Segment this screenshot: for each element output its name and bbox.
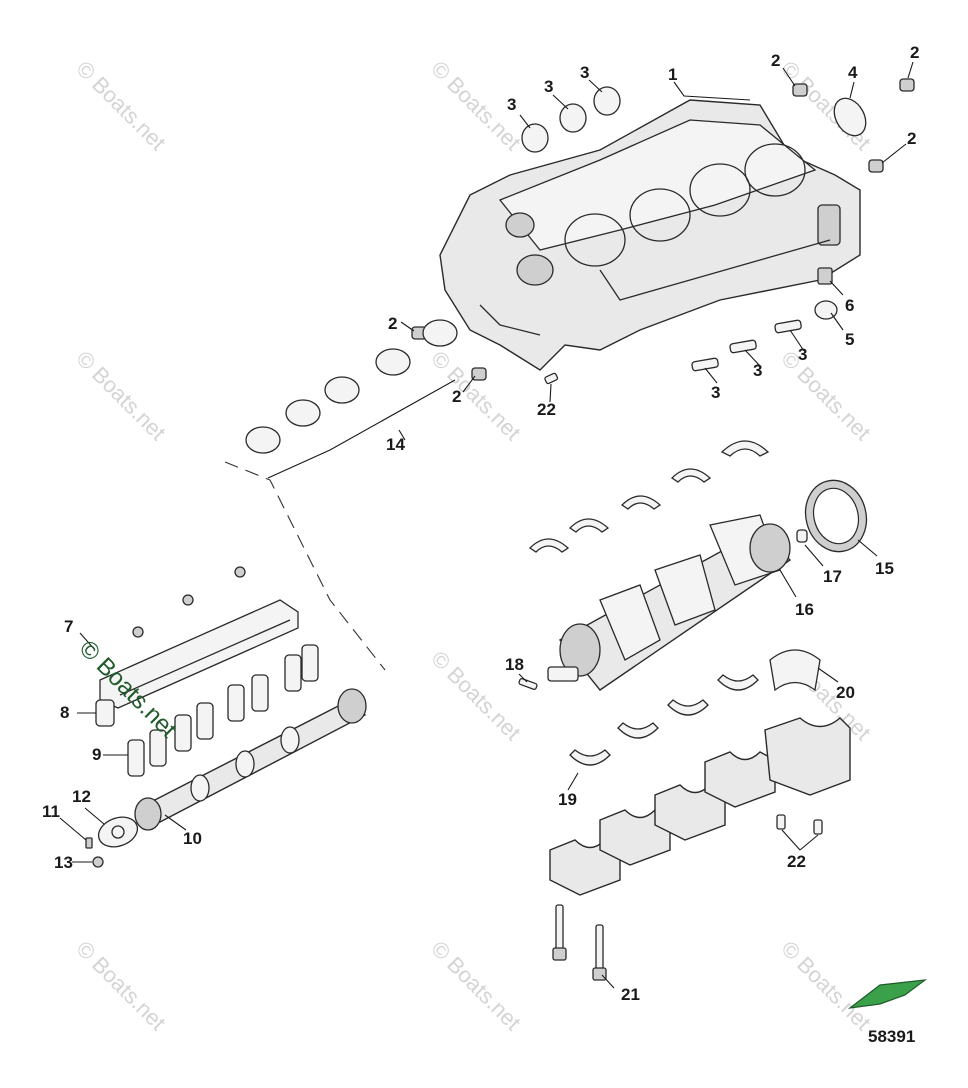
crank-dowel-pin [796, 529, 808, 543]
camshaft [134, 688, 367, 831]
valve-lifters [95, 644, 319, 777]
callout-13: 13 [54, 853, 73, 872]
cap-dowels [776, 814, 823, 835]
callout-19: 19 [558, 790, 577, 809]
watermark: © Boats.net [776, 936, 875, 1035]
callout-14: 14 [386, 435, 405, 454]
pipe-plugs [411, 78, 915, 381]
callout-5: 5 [845, 330, 854, 349]
watermark: © Boats.net [426, 936, 525, 1035]
callout-2: 2 [771, 51, 780, 70]
cam-bearings [245, 319, 458, 479]
callout-16: 16 [795, 600, 814, 619]
dowel-pin [544, 372, 559, 385]
callout-labels: 1 2 2 2 2 2 3 3 3 3 3 3 4 5 6 7 8 9 10 1… [42, 43, 919, 1004]
callout-21: 21 [621, 985, 640, 1004]
callout-11: 11 [42, 802, 60, 821]
crank-key [518, 678, 538, 690]
callout-3: 3 [798, 345, 807, 364]
callout-4: 4 [848, 63, 858, 82]
alignment-line [224, 461, 386, 671]
engine-block-location-icon [847, 979, 928, 1009]
callout-17: 17 [823, 567, 842, 586]
lifter-guide [99, 566, 299, 709]
callout-2: 2 [910, 43, 919, 62]
main-bearings-upper [528, 440, 770, 553]
watermark: © Boats.net [71, 936, 170, 1035]
callout-7: 7 [64, 617, 73, 636]
callout-3: 3 [753, 361, 762, 380]
watermark: © Boats.net [776, 56, 875, 155]
camshaft-retainer [85, 816, 139, 868]
oil-filter-fitting [817, 267, 833, 285]
figure-number: 58391 [868, 1027, 915, 1046]
callout-2: 2 [907, 129, 916, 148]
callout-2: 2 [452, 387, 461, 406]
callout-18: 18 [505, 655, 524, 674]
callout-3: 3 [507, 95, 516, 114]
rear-main-seal [804, 479, 868, 553]
leader-lines [59, 61, 914, 989]
watermark: © Boats.net [71, 346, 170, 445]
watermark: © Boats.net [776, 346, 875, 445]
callout-12: 12 [72, 787, 91, 806]
callout-2: 2 [388, 314, 397, 333]
main-bearings-lower [569, 674, 759, 766]
main-bearing-caps [549, 717, 851, 896]
rear-cover-plug [833, 97, 867, 137]
callout-3: 3 [544, 77, 553, 96]
crankshaft [547, 514, 792, 691]
callout-22: 22 [787, 852, 806, 871]
callout-10: 10 [183, 829, 202, 848]
callout-3: 3 [580, 63, 589, 82]
engine-block [439, 99, 861, 371]
callout-22: 22 [537, 400, 556, 419]
watermark: © Boats.net [426, 346, 525, 445]
callout-20: 20 [836, 683, 855, 702]
callout-6: 6 [845, 296, 854, 315]
callout-15: 15 [875, 559, 894, 578]
thrust-bearing [769, 649, 821, 692]
callout-8: 8 [60, 703, 69, 722]
core-plugs-side [691, 319, 802, 372]
callout-1: 1 [668, 65, 677, 84]
callout-3: 3 [711, 383, 720, 402]
core-plugs-top [521, 86, 621, 153]
watermark: © Boats.net [71, 56, 170, 155]
main-cap-bolts [552, 904, 607, 981]
callout-9: 9 [92, 745, 101, 764]
